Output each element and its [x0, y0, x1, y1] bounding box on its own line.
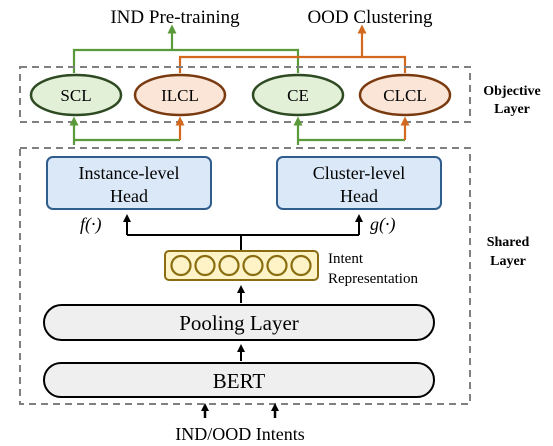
instance-to-loss-lines [69, 116, 185, 145]
intent-to-heads-arrows [123, 214, 363, 250]
objective-layer-label-line2: Layer [494, 102, 530, 117]
shared-layer-box [19, 147, 471, 405]
cluster-level-head: Cluster-level Head [276, 156, 442, 210]
loss-scl: SCL [29, 73, 123, 117]
title-ood-clustering: OOD Clustering [307, 7, 433, 28]
cluster-head-line2: Head [340, 186, 378, 206]
shared-layer-label-line2: Layer [490, 254, 526, 269]
instance-head-line2: Head [110, 186, 148, 206]
intent-label-line1: Intent [328, 251, 364, 267]
instance-head-function: f(·) [80, 214, 102, 235]
ood-connection-lines [178, 24, 407, 73]
instance-level-head: Instance-level Head [46, 156, 212, 210]
bert-label: BERT [213, 369, 266, 393]
bert-encoder: BERT [43, 362, 435, 398]
instance-head-line1: Instance-level [79, 163, 180, 183]
loss-ilcl: ILCL [133, 73, 227, 117]
loss-ce: CE [251, 73, 345, 117]
shared-layer-label-line1: Shared [487, 235, 530, 250]
objective-layer-label-line1: Objective [483, 84, 541, 99]
loss-clcl-label: CLCL [383, 86, 426, 105]
input-arrows [201, 403, 279, 418]
loss-clcl: CLCL [358, 73, 452, 117]
pooling-layer: Pooling Layer [43, 304, 435, 341]
title-ind-pretraining: IND Pre-training [110, 7, 240, 28]
cluster-to-loss-lines [293, 116, 410, 145]
ind-connection-lines [72, 24, 300, 73]
cluster-head-function: g(·) [370, 214, 396, 235]
input-label: IND/OOD Intents [175, 424, 304, 444]
intent-representation-vector [164, 250, 319, 281]
loss-ce-label: CE [287, 86, 309, 105]
loss-ilcl-label: ILCL [161, 86, 199, 105]
cluster-head-line1: Cluster-level [313, 163, 406, 183]
intent-label-line2: Representation [328, 271, 418, 287]
loss-scl-label: SCL [60, 86, 91, 105]
pooling-layer-label: Pooling Layer [179, 311, 299, 335]
